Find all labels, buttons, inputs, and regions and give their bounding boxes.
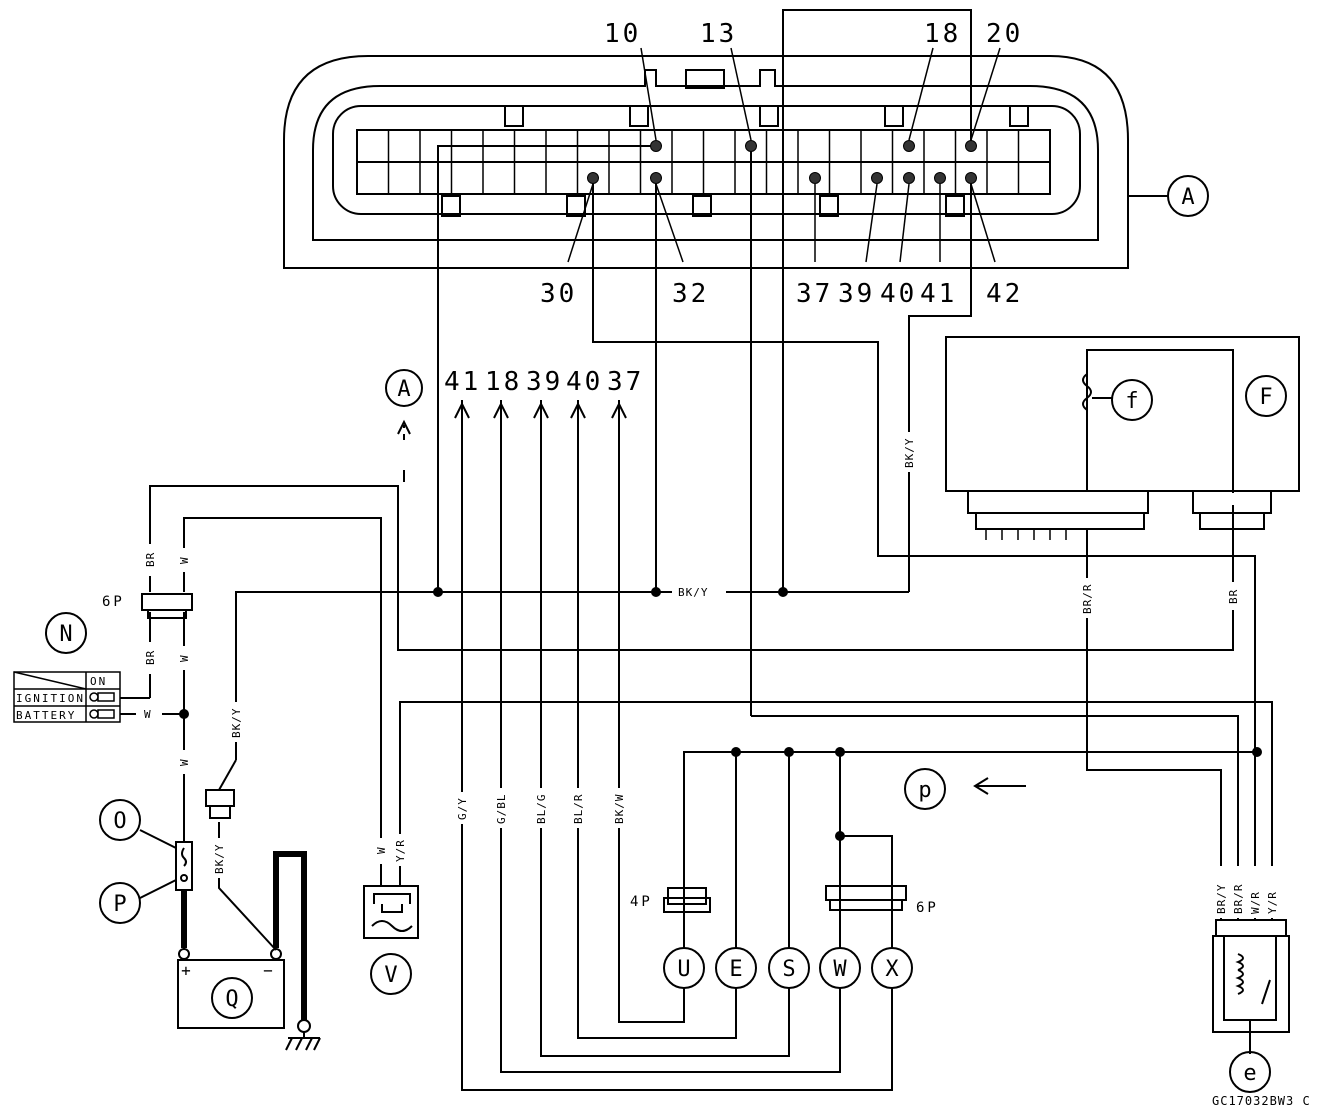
switch-ignition-label: IGNITION bbox=[16, 692, 85, 705]
wires bbox=[120, 9, 1273, 1091]
v-component bbox=[363, 864, 419, 939]
wire-tag-br-f: BR bbox=[1227, 589, 1240, 604]
e-component bbox=[1212, 900, 1290, 1054]
label-a-arrow: A bbox=[397, 377, 410, 402]
wire-tag-bky-right: BK/Y bbox=[903, 438, 916, 469]
signal-arrows bbox=[397, 401, 627, 482]
arrow-pin-37: 37 bbox=[607, 367, 644, 397]
pin-label-39: 39 bbox=[838, 279, 875, 309]
label-e-lower: e bbox=[1243, 1061, 1256, 1086]
connector-cell-dividers bbox=[387, 130, 1020, 194]
junction-dots bbox=[179, 587, 1262, 841]
label-p-lower: p bbox=[918, 778, 931, 803]
pin-label-20: 20 bbox=[986, 19, 1023, 49]
pin-label-32: 32 bbox=[672, 279, 709, 309]
f-unit bbox=[945, 336, 1300, 540]
label-o: O bbox=[113, 809, 126, 834]
pin-label-30: 30 bbox=[540, 279, 577, 309]
arrow-pin-18: 18 bbox=[485, 367, 522, 397]
label-f-lower: f bbox=[1125, 389, 1138, 414]
label-x: X bbox=[885, 957, 899, 982]
wire-tag-br-mid: BR bbox=[144, 650, 157, 665]
wire-tag-blg: BL/G bbox=[535, 794, 548, 825]
switch-on-label: ON bbox=[90, 675, 107, 688]
wire-tag-w-top: W bbox=[178, 556, 191, 564]
six-p-connector-left bbox=[141, 593, 193, 619]
pin-label-41: 41 bbox=[920, 279, 957, 309]
four-p-label: 4P bbox=[630, 894, 653, 910]
pin-label-18: 18 bbox=[924, 19, 961, 49]
wire-tag-gbl: G/BL bbox=[495, 794, 508, 825]
pin-label-42: 42 bbox=[986, 279, 1023, 309]
six-p-connector-right bbox=[825, 885, 907, 911]
small-connector bbox=[205, 789, 235, 819]
label-s: S bbox=[782, 957, 795, 982]
figure-code: GC17032BW3 C bbox=[1212, 1094, 1311, 1108]
battery-minus: − bbox=[263, 961, 273, 980]
pin-label-10: 10 bbox=[604, 19, 641, 49]
label-v: V bbox=[384, 963, 397, 988]
battery bbox=[177, 851, 321, 1051]
arrow-pin-40: 40 bbox=[566, 367, 603, 397]
wire-tag-bkw: BK/W bbox=[613, 794, 626, 825]
label-f-upper: F bbox=[1259, 385, 1272, 410]
wire-tag-brr-e: BR/R bbox=[1232, 884, 1245, 915]
label-n: N bbox=[59, 622, 72, 647]
four-p-connector bbox=[663, 887, 711, 913]
six-p-label-right: 6P bbox=[916, 900, 939, 916]
label-a-connector: A bbox=[1181, 185, 1194, 210]
wire-tag-w-low: W bbox=[178, 758, 191, 766]
wire-tag-brr-f: BR/R bbox=[1081, 584, 1094, 615]
wire-tag-bky-bus: BK/Y bbox=[678, 586, 709, 599]
label-circles bbox=[45, 175, 1287, 1093]
pin-label-40: 40 bbox=[880, 279, 917, 309]
six-p-label-left: 6P bbox=[102, 594, 125, 610]
pin-label-13: 13 bbox=[700, 19, 737, 49]
battery-plus: + bbox=[181, 961, 191, 980]
arrow-pin-41: 41 bbox=[444, 367, 481, 397]
wire-tag-bry-e: BR/Y bbox=[1215, 884, 1228, 915]
switch-battery-label: BATTERY bbox=[16, 709, 76, 722]
ecu-connector-housing bbox=[283, 55, 1168, 269]
connector-pin-dots bbox=[587, 140, 977, 184]
pin-label-37: 37 bbox=[796, 279, 833, 309]
wire-tag-yr-v: Y/R bbox=[394, 839, 407, 862]
wire-tag-wr-e: W/R bbox=[1249, 891, 1262, 914]
wire-tag-w-ignition: W bbox=[144, 708, 152, 721]
wire-tag-gy: G/Y bbox=[456, 797, 469, 820]
wire-tag-w-mid: W bbox=[178, 654, 191, 662]
label-u: U bbox=[677, 957, 690, 982]
label-w: W bbox=[833, 957, 847, 982]
wire-tag-w-v: W bbox=[375, 846, 388, 854]
ignition-switch-box bbox=[13, 671, 121, 723]
wire-tag-blr: BL/R bbox=[572, 794, 585, 825]
wire-tag-bky-battery: BK/Y bbox=[213, 844, 226, 875]
wire-tag-bky-left: BK/Y bbox=[230, 708, 243, 739]
wire-tag-br-top: BR bbox=[144, 552, 157, 567]
p-arrow bbox=[973, 777, 1026, 795]
wire-tag-yr-e: Y/R bbox=[1266, 891, 1279, 914]
arrow-pin-39: 39 bbox=[526, 367, 563, 397]
pin-leaders bbox=[567, 47, 1001, 263]
label-p-upper: P bbox=[113, 892, 126, 917]
label-e-upper: E bbox=[729, 957, 742, 982]
vertical-wire-tags: BR W BR W W BK/Y BK/Y W Y/R G/Y G/BL BL/… bbox=[144, 432, 1279, 918]
label-q: Q bbox=[225, 987, 238, 1012]
